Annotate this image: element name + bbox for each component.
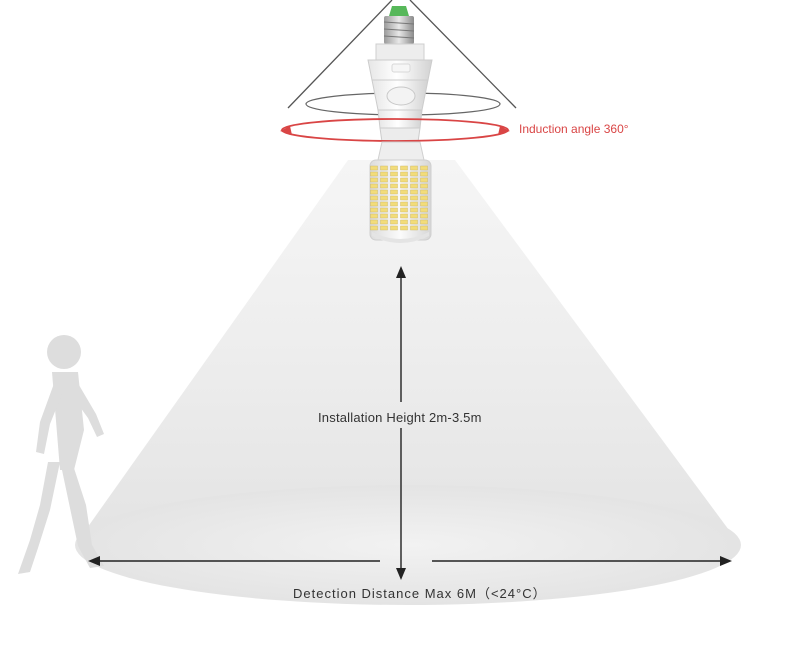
led-chip bbox=[400, 165, 408, 171]
led-chip bbox=[410, 201, 418, 207]
led-chip bbox=[400, 195, 408, 201]
led-chip bbox=[400, 171, 408, 177]
light-beam-cone bbox=[75, 160, 740, 545]
pir-sensor-socket-icon bbox=[367, 43, 433, 143]
led-chip bbox=[400, 201, 408, 207]
led-chip bbox=[390, 225, 398, 231]
led-chip bbox=[420, 183, 428, 189]
led-chip bbox=[370, 171, 378, 177]
corn-led-bulb-icon bbox=[369, 141, 432, 243]
led-chip-columns bbox=[370, 165, 428, 231]
led-chip bbox=[410, 195, 418, 201]
led-chip bbox=[390, 189, 398, 195]
led-chip bbox=[400, 225, 408, 231]
led-chip bbox=[410, 207, 418, 213]
led-chip bbox=[380, 177, 388, 183]
led-chip bbox=[400, 207, 408, 213]
led-chip bbox=[380, 207, 388, 213]
led-chip bbox=[400, 177, 408, 183]
hanging-wires bbox=[287, 0, 517, 109]
led-chip bbox=[400, 183, 408, 189]
led-chip bbox=[380, 213, 388, 219]
led-chip bbox=[380, 219, 388, 225]
led-chip bbox=[390, 165, 398, 171]
detection-floor-ellipse bbox=[75, 485, 741, 605]
led-chip bbox=[390, 183, 398, 189]
led-chip bbox=[380, 183, 388, 189]
led-chip bbox=[420, 213, 428, 219]
led-chip bbox=[420, 165, 428, 171]
led-chip bbox=[380, 201, 388, 207]
led-chip bbox=[370, 189, 378, 195]
led-chip bbox=[410, 165, 418, 171]
led-chip bbox=[410, 177, 418, 183]
led-chip bbox=[370, 201, 378, 207]
green-cap bbox=[389, 6, 409, 16]
induction-angle-label: Induction angle 360° bbox=[519, 122, 629, 136]
led-chip bbox=[390, 219, 398, 225]
led-chip bbox=[420, 225, 428, 231]
led-chip bbox=[370, 177, 378, 183]
led-chip bbox=[420, 189, 428, 195]
led-chip bbox=[420, 171, 428, 177]
installation-height-label: Installation Height 2m-3.5m bbox=[318, 410, 482, 425]
led-chip bbox=[400, 189, 408, 195]
led-chip bbox=[390, 171, 398, 177]
led-chip bbox=[390, 213, 398, 219]
led-chip bbox=[380, 225, 388, 231]
led-chip bbox=[400, 219, 408, 225]
led-chip bbox=[420, 177, 428, 183]
led-chip bbox=[420, 195, 428, 201]
led-chip bbox=[390, 195, 398, 201]
detection-distance-label: Detection Distance Max 6M（<24°C） bbox=[293, 586, 547, 601]
led-chip bbox=[420, 207, 428, 213]
led-chip bbox=[410, 213, 418, 219]
led-chip bbox=[390, 177, 398, 183]
led-chip bbox=[380, 189, 388, 195]
installation-height-arrow bbox=[396, 266, 406, 580]
led-chip bbox=[390, 207, 398, 213]
led-chip bbox=[370, 219, 378, 225]
led-chip bbox=[420, 201, 428, 207]
led-chip bbox=[410, 189, 418, 195]
led-chip bbox=[380, 195, 388, 201]
screw-base-top bbox=[383, 16, 415, 44]
induction-ring-red bbox=[280, 118, 510, 142]
led-chip bbox=[370, 225, 378, 231]
led-chip bbox=[370, 195, 378, 201]
led-chip bbox=[380, 165, 388, 171]
led-chip bbox=[400, 213, 408, 219]
detection-distance-arrows bbox=[88, 556, 732, 566]
led-chip bbox=[390, 201, 398, 207]
led-chip bbox=[420, 219, 428, 225]
led-chip bbox=[410, 225, 418, 231]
led-chip bbox=[410, 219, 418, 225]
led-chip bbox=[370, 165, 378, 171]
led-chip bbox=[410, 171, 418, 177]
led-chip bbox=[410, 183, 418, 189]
led-chip bbox=[380, 171, 388, 177]
led-chip bbox=[370, 213, 378, 219]
led-chip bbox=[370, 183, 378, 189]
led-chip bbox=[370, 207, 378, 213]
walking-person-icon bbox=[18, 335, 104, 574]
